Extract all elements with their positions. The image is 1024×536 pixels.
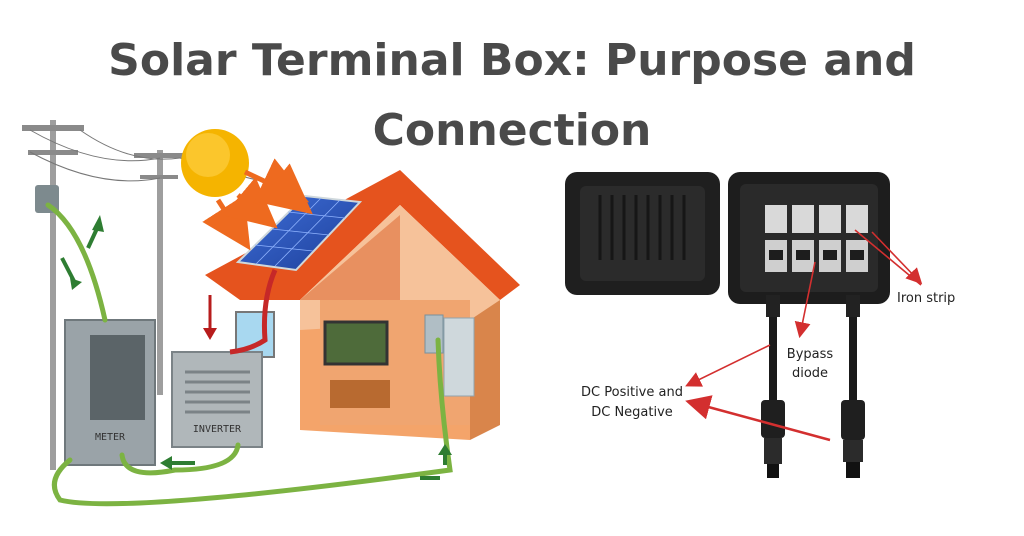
dc-label-line1: DC Positive and [581, 385, 683, 400]
terminal-box-open [728, 172, 890, 478]
meter-unit: METER [64, 319, 156, 466]
utility-pole-middle [134, 150, 184, 395]
green-wiring [45, 202, 453, 507]
page-title-line2: Connection [372, 105, 652, 156]
meter-label: METER [95, 432, 126, 443]
flow-arrows [60, 215, 452, 480]
annotation-arrows [685, 229, 923, 442]
inverter-unit: INVERTER [171, 351, 263, 448]
output-cables [766, 295, 860, 402]
bypass-label-line2: diode [792, 366, 828, 381]
mc4-connector-right [841, 400, 865, 478]
page-title-line1: Solar Terminal Box: Purpose and [108, 35, 916, 86]
iron-strip-label: Iron strip [897, 291, 955, 306]
terminal-blocks [765, 205, 868, 272]
bypass-label-line1: Bypass [787, 347, 834, 362]
inverter-label: INVERTER [193, 424, 242, 435]
mc4-connector-left [761, 400, 785, 478]
solar-house-illustration: METER INVERTER [22, 120, 520, 507]
iron-strip-pointer [871, 231, 923, 285]
solar-panel [235, 194, 363, 272]
terminal-box-lid [565, 172, 720, 295]
sun-ray-arrows [202, 158, 313, 251]
red-down-arrow [203, 295, 217, 340]
dc-label-line2: DC Negative [591, 405, 673, 420]
red-wiring [229, 269, 278, 355]
